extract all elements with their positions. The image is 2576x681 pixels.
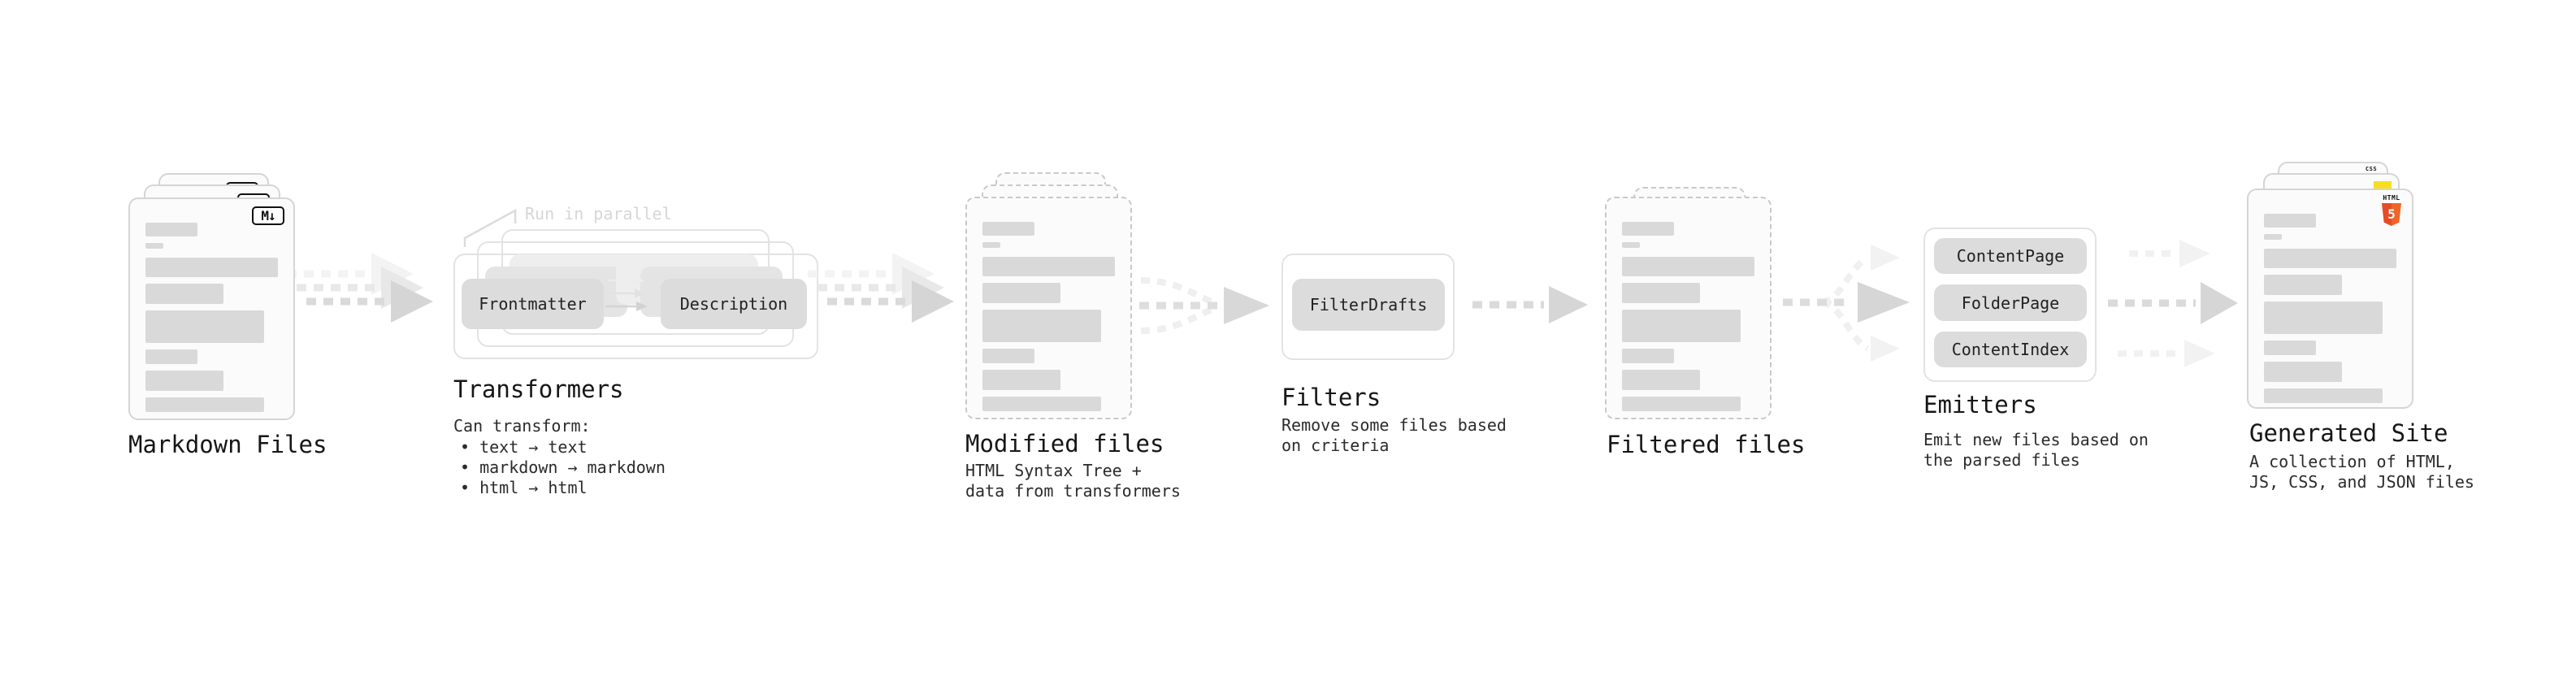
filterdrafts-chip: FilterDrafts bbox=[1292, 279, 1445, 331]
contentpage-chip: ContentPage bbox=[1934, 238, 2087, 274]
markdown-icon: M↓ bbox=[252, 206, 284, 225]
run-in-parallel-annotation: Run in parallel bbox=[525, 204, 672, 223]
step-arrow-icon bbox=[605, 275, 648, 311]
flow-arrow-icon bbox=[1472, 286, 1588, 323]
html5-badge-label: HTML bbox=[2383, 194, 2400, 202]
transform-bullet: • text → text bbox=[460, 437, 588, 457]
emitters-title: Emitters bbox=[1923, 391, 2037, 419]
markdown-file-card: M↓ bbox=[128, 197, 295, 420]
filters-description: Remove some files based on criteria bbox=[1281, 415, 1507, 455]
filters-frame bbox=[1281, 254, 1455, 360]
document-skeleton bbox=[145, 223, 278, 419]
parallel-arrows-icon bbox=[2108, 240, 2238, 367]
modified-files-title: Modified files bbox=[965, 430, 1164, 458]
merge-arrow-icon bbox=[1139, 277, 1269, 334]
document-skeleton bbox=[2264, 214, 2396, 410]
html-file-card: HTML 5 bbox=[2247, 189, 2413, 409]
folderpage-chip: FolderPage bbox=[1934, 284, 2087, 321]
emitters-description: Emit new files based on the parsed files bbox=[1923, 430, 2149, 470]
filters-title: Filters bbox=[1281, 384, 1381, 411]
modified-files-description: HTML Syntax Tree + data from transformer… bbox=[965, 461, 1181, 501]
filtered-files-title: Filtered files bbox=[1607, 431, 1806, 458]
filtered-file-card bbox=[1605, 197, 1772, 419]
contentindex-chip: ContentIndex bbox=[1934, 332, 2087, 367]
frontmatter-chip: Frontmatter bbox=[462, 279, 604, 329]
fanout-arrow-icon bbox=[1783, 245, 1910, 362]
flow-arrow-icon bbox=[287, 253, 433, 323]
transform-bullet: • markdown → markdown bbox=[460, 458, 666, 477]
generated-site-description: A collection of HTML, JS, CSS, and JSON … bbox=[2249, 452, 2474, 492]
emitters-frame bbox=[1923, 228, 2097, 382]
transformers-heading: Can transform: bbox=[453, 416, 591, 436]
modified-file-card bbox=[965, 197, 1132, 419]
html5-badge-shield: 5 bbox=[2382, 203, 2401, 226]
annotation-leader-line bbox=[463, 208, 517, 247]
transformers-title: Transformers bbox=[453, 375, 624, 403]
css-badge-label: CSS bbox=[2365, 166, 2378, 172]
flow-arrow-icon bbox=[808, 253, 954, 323]
document-skeleton bbox=[1622, 222, 1754, 418]
document-skeleton bbox=[982, 222, 1115, 418]
html5-icon: HTML 5 bbox=[2381, 194, 2402, 226]
generated-site-title: Generated Site bbox=[2249, 419, 2448, 447]
transform-bullet: • html → html bbox=[460, 478, 588, 497]
markdown-files-title: Markdown Files bbox=[128, 431, 327, 458]
description-chip: Description bbox=[661, 279, 807, 329]
